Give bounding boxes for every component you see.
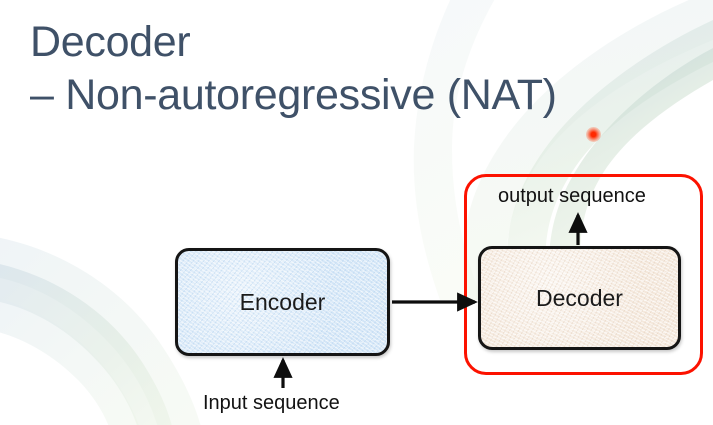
encoder-block-label: Encoder bbox=[239, 288, 326, 315]
title-line-1: Decoder bbox=[30, 18, 191, 66]
input-sequence-label: Input sequence bbox=[203, 392, 340, 414]
laser-pointer-dot bbox=[586, 127, 601, 142]
encoder-block[interactable]: Encoder bbox=[175, 248, 390, 356]
nat-highlight-rectangle bbox=[464, 174, 703, 375]
